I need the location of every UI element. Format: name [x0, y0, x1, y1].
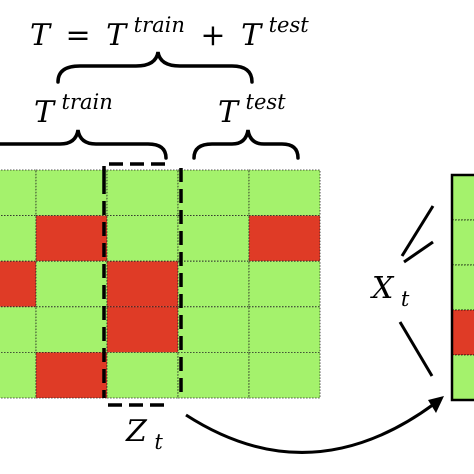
equation-label: T = T train + T test	[30, 6, 309, 53]
train-brace	[0, 129, 168, 160]
output-cell-green	[451, 219, 474, 266]
test-label: T test	[218, 90, 286, 130]
grid-cell-green	[35, 306, 108, 353]
grid-cell-green	[177, 169, 250, 216]
grid-cell-green	[106, 215, 179, 262]
grid-cell-red	[106, 306, 179, 353]
grid-cell-green	[177, 306, 250, 353]
window-bracket-left	[102, 162, 168, 180]
grid-cell-green	[177, 351, 250, 399]
grid-cell-green	[248, 169, 321, 216]
equation-term-train-base: T	[106, 18, 128, 53]
grid-cell-green	[248, 260, 321, 308]
data-grid	[0, 169, 321, 399]
x-pointer-line-3	[398, 321, 434, 377]
train-label: T train	[34, 90, 113, 130]
grid-cell-red	[35, 215, 108, 262]
window-label: Z t	[125, 414, 163, 454]
x-label-sub: t	[401, 287, 410, 311]
total-brace	[56, 51, 254, 84]
mapping-arrow-head	[428, 396, 444, 413]
grid-cell-green	[0, 351, 37, 399]
test-label-sup: test	[246, 90, 287, 114]
train-label-sup: train	[62, 90, 113, 114]
x-label-base: X	[370, 271, 395, 306]
test-label-base: T	[218, 95, 240, 130]
output-cell-green	[451, 264, 474, 311]
equation-plus: +	[200, 18, 225, 53]
equation-term-train-sup: train	[134, 13, 185, 37]
grid-cell-green	[0, 306, 37, 353]
grid-cell-red	[106, 260, 179, 308]
grid-cell-green	[248, 306, 321, 353]
mapping-arrow	[185, 402, 435, 454]
equation-term-test-sup: test	[269, 13, 310, 37]
grid-cell-green	[35, 260, 108, 308]
grid-cell-green	[0, 169, 37, 216]
test-brace	[192, 129, 300, 160]
output-column	[450, 173, 474, 402]
grid-cell-green	[0, 215, 37, 262]
train-label-base: T	[34, 95, 56, 130]
output-cell-red	[451, 309, 474, 356]
window-label-base: Z	[125, 414, 148, 449]
window-label-sub: t	[154, 430, 163, 454]
grid-cell-green	[106, 351, 179, 399]
output-column-outline	[450, 173, 474, 402]
equation-equals: =	[66, 18, 91, 53]
grid-cell-green	[106, 169, 179, 216]
x-pointer-line-2	[403, 240, 434, 264]
grid-cell-green	[177, 215, 250, 262]
grid-cell-red	[0, 260, 37, 308]
x-pointer-line-1	[400, 205, 435, 257]
grid-cell-green	[177, 260, 250, 308]
grid-cell-green	[35, 169, 108, 216]
grid-cell-red	[248, 215, 321, 262]
grid-cell-red	[35, 351, 108, 399]
x-label: X t	[370, 271, 410, 311]
output-cell-green	[451, 354, 474, 401]
equation-lhs: T	[30, 18, 52, 53]
output-cell-green	[451, 174, 474, 221]
grid-cell-green	[248, 351, 321, 399]
equation-term-test-base: T	[241, 18, 263, 53]
